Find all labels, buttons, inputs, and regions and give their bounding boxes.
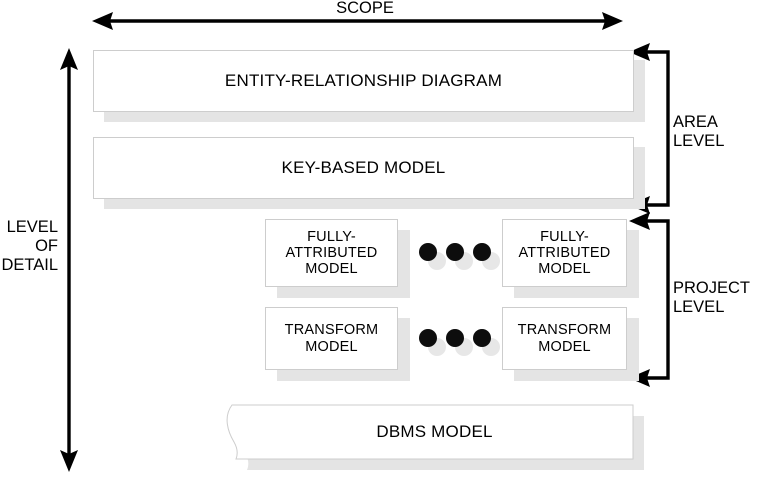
ellipsis-transform: [417, 329, 500, 359]
level-of-detail-axis-label: LEVEL OF DETAIL: [1, 218, 58, 274]
transform-model-right-box[interactable]: TRANSFORM MODEL: [502, 307, 627, 370]
key-based-model-label: KEY-BASED MODEL: [281, 158, 446, 178]
fully-attributed-model-left-box[interactable]: FULLY- ATTRIBUTED MODEL: [265, 219, 398, 287]
ellipsis-dot: [419, 329, 437, 347]
ellipsis-dot: [446, 243, 464, 261]
key-based-model-box[interactable]: KEY-BASED MODEL: [93, 137, 634, 199]
fully-attributed-model-right-box[interactable]: FULLY- ATTRIBUTED MODEL: [502, 219, 627, 287]
transform-model-left-box[interactable]: TRANSFORM MODEL: [265, 307, 398, 370]
fully-attributed-model-left-label: FULLY- ATTRIBUTED MODEL: [285, 228, 378, 278]
dbms-model-box[interactable]: DBMS MODEL: [236, 405, 633, 459]
ellipsis-dot: [473, 243, 491, 261]
entity-relationship-diagram-label: ENTITY-RELATIONSHIP DIAGRAM: [224, 71, 503, 91]
scope-arrow: [92, 12, 623, 30]
fully-attributed-model-right-label: FULLY- ATTRIBUTED MODEL: [518, 228, 611, 278]
area-level-label: AREA LEVEL: [673, 113, 725, 150]
ellipsis-dot: [419, 243, 437, 261]
level-of-detail-arrow: [60, 48, 78, 472]
project-level-label: PROJECT LEVEL: [673, 279, 751, 316]
entity-relationship-diagram-box[interactable]: ENTITY-RELATIONSHIP DIAGRAM: [93, 50, 634, 112]
dbms-model-label: DBMS MODEL: [376, 422, 493, 442]
ellipsis-dot: [473, 329, 491, 347]
transform-model-right-label: TRANSFORM MODEL: [517, 322, 612, 355]
ellipsis-dot: [446, 329, 464, 347]
scope-axis-label: SCOPE: [336, 0, 394, 17]
project-level-bracket: [629, 212, 670, 387]
transform-model-left-label: TRANSFORM MODEL: [284, 322, 379, 355]
ellipsis-fully-attributed: [417, 243, 500, 273]
dbms-model-shape: [226, 404, 644, 470]
